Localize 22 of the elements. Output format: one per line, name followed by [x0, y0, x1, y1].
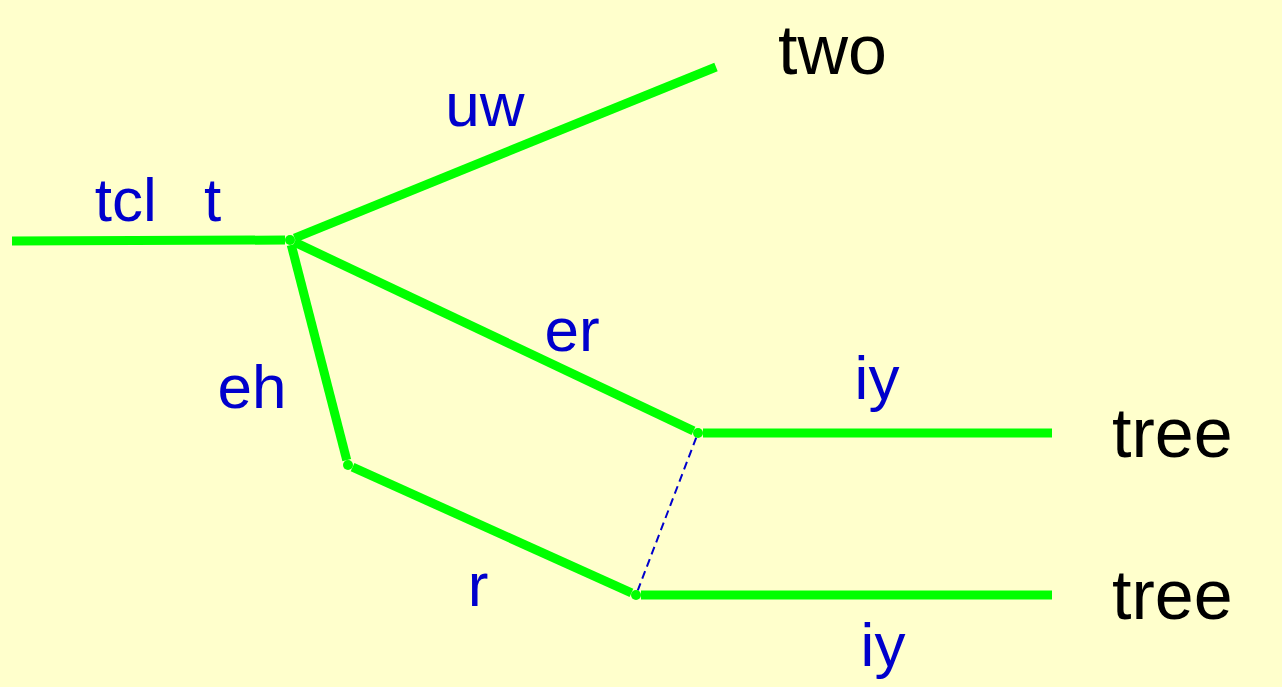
line [703, 428, 1052, 438]
line [350, 462, 634, 598]
junction-point [693, 428, 703, 438]
line [641, 590, 1052, 600]
edge-label: eh [217, 354, 287, 420]
edge-label: er [544, 297, 600, 363]
line [12, 235, 285, 246]
edge-label: uw [445, 72, 525, 138]
edge-label: iy [860, 612, 906, 678]
word-label: two [716, 10, 887, 90]
edge-label: iy [854, 345, 900, 411]
junction-point [285, 235, 295, 245]
edge-label: tcl t [94, 167, 222, 233]
line [292, 62, 718, 243]
word-label: tree [1052, 555, 1233, 635]
line [292, 238, 696, 435]
junction-point [631, 590, 641, 600]
junction-point [343, 460, 353, 470]
word-label: tree [1052, 393, 1233, 473]
edge-label: r [467, 552, 489, 618]
dashed-line [636, 436, 698, 592]
line [286, 243, 352, 462]
